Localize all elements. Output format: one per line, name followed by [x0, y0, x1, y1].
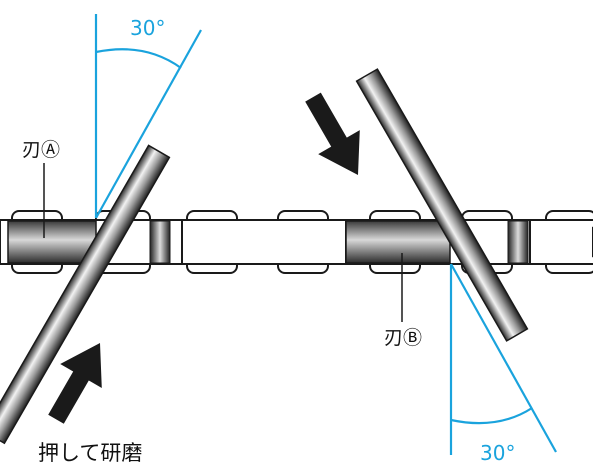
- arrow-down-right-icon: [305, 92, 360, 176]
- push-grind-label: 押して研磨: [38, 441, 142, 465]
- tie-strap-left: [149, 220, 171, 264]
- angle-label-bottom: 30°: [480, 441, 515, 465]
- file-rod-right: [355, 68, 529, 342]
- cutter-b: [345, 220, 451, 264]
- arrow-up-right-icon: [48, 343, 102, 424]
- angle-label-top: 30°: [130, 16, 165, 40]
- tie-strap-right: [507, 220, 529, 264]
- blade-b-label: 刃Ⓑ: [384, 327, 422, 349]
- angle-guide-bottom: [449, 263, 557, 455]
- angle-guide-top: [94, 14, 202, 219]
- file-rod-left: [0, 144, 171, 445]
- cutter-a: [7, 220, 97, 264]
- blade-a-label: 刃Ⓐ: [22, 139, 60, 161]
